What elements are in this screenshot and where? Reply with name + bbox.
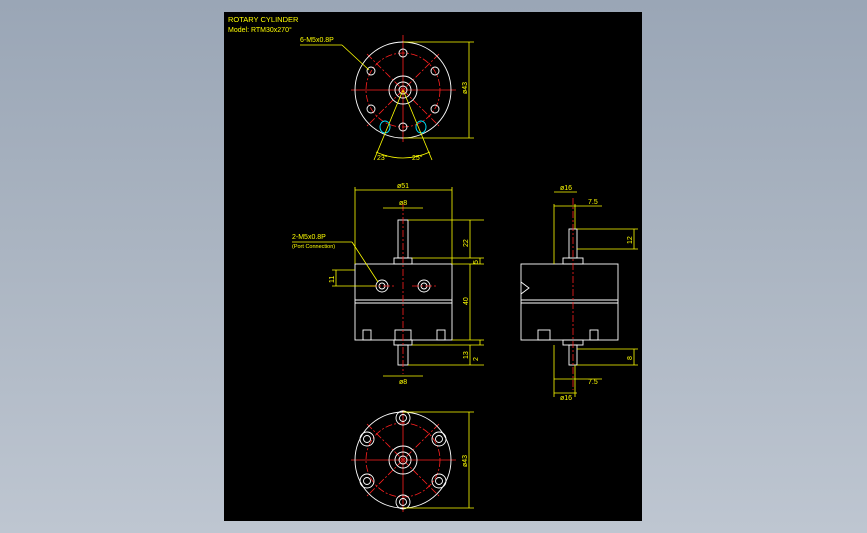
side-bottom-7-5: 7.5 (588, 379, 598, 386)
bolt-hole (430, 66, 440, 76)
front-shaft-top-label: ø8 (399, 200, 407, 207)
cad-drawing: ROTARY CYLINDER Model: RTM30x270° 6-M5x0… (228, 15, 638, 512)
cad-viewport[interactable]: ROTARY CYLINDER Model: RTM30x270° 6-M5x0… (224, 12, 642, 521)
front-shaft-bottom-label: ø8 (399, 379, 407, 386)
dim-11: 11 (329, 276, 336, 283)
drawing-title: ROTARY CYLINDER (228, 15, 299, 24)
top-angle-left: 23° (377, 154, 388, 162)
side-body (520, 263, 619, 341)
dim-13: 13 (463, 351, 470, 359)
port-mark (415, 120, 427, 134)
front-body (354, 263, 453, 341)
top-angle-right: 25° (412, 154, 423, 162)
port-callout: 2-M5x0.8P (292, 234, 326, 241)
bottom-dia-label: ø43 (462, 455, 469, 467)
bolt-hole (430, 104, 440, 114)
side-top-dia: ø16 (560, 185, 572, 192)
bottom-view: ø43 (351, 410, 474, 512)
side-dim-12: 12 (627, 236, 634, 244)
top-hole-callout: 6-M5x0.8P (300, 37, 334, 44)
side-bottom-dia: ø16 (560, 395, 572, 402)
drawing-model: Model: RTM30x270° (228, 26, 292, 34)
top-dia-label: ø43 (462, 82, 469, 94)
bolt-hole (366, 66, 376, 76)
front-width-label: ø51 (397, 183, 409, 190)
port-mark (379, 120, 391, 134)
dim-40: 40 (463, 297, 470, 305)
side-dim-8: 8 (627, 356, 634, 360)
dim-5: 5 (473, 260, 480, 264)
bolt-hole (398, 122, 408, 132)
bolt-hole (398, 48, 408, 58)
top-view: 6-M5x0.8P ø43 23° 25° (300, 35, 474, 162)
bolt-hole (366, 104, 376, 114)
side-top-7-5: 7.5 (588, 199, 598, 206)
dim-22: 22 (463, 239, 470, 247)
dim-2: 2 (473, 357, 480, 361)
port-note: (Port Connection) (292, 244, 335, 250)
side-view: ø16 7.5 12 8 7.5 ø16 (520, 185, 638, 402)
front-view: ø51 ø8 ø8 2-M5x0.8P (Port Connection) 22… (292, 183, 484, 386)
